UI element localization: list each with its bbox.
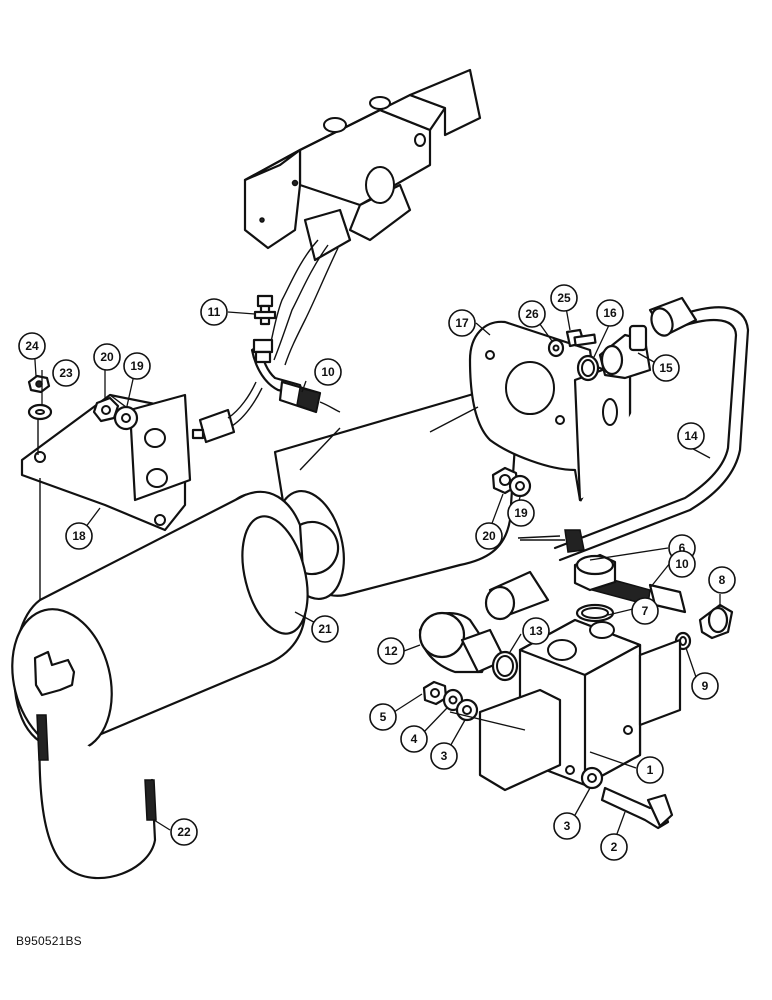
- callout-3: 3: [553, 812, 581, 840]
- washer-nut-right: [491, 466, 532, 498]
- callout-5: 5: [369, 703, 397, 731]
- callout-13: 13: [522, 617, 550, 645]
- svg-text:16: 16: [603, 306, 617, 320]
- svg-text:10: 10: [675, 557, 689, 571]
- mounting-clamp-tab: [33, 650, 76, 697]
- callout-20: 20: [93, 343, 121, 371]
- callout-18: 18: [65, 522, 93, 550]
- washer-item-26: [547, 338, 565, 358]
- callout-14: 14: [677, 422, 705, 450]
- callout-19: 19: [123, 352, 151, 380]
- svg-text:14: 14: [684, 429, 698, 443]
- callout-21: 21: [311, 615, 339, 643]
- callout-24: 24: [18, 332, 46, 360]
- callout-19: 19: [507, 499, 535, 527]
- callout-1: 1: [636, 756, 664, 784]
- accumulator-shell-front: [11, 490, 309, 752]
- callout-26: 26: [518, 300, 546, 328]
- callout-2: 2: [600, 833, 628, 861]
- harness-fitting: [252, 338, 274, 364]
- svg-text:17: 17: [455, 316, 469, 330]
- callout-20: 20: [475, 522, 503, 550]
- o-ring-item-13: [491, 650, 519, 682]
- callout-11: 11: [200, 298, 228, 326]
- callout-8: 8: [708, 566, 736, 594]
- callout-7: 7: [631, 597, 659, 625]
- control-valve-top: [243, 68, 482, 262]
- mounting-bracket-left: [20, 393, 192, 532]
- svg-text:21: 21: [318, 622, 332, 636]
- plug-item-6: [573, 553, 617, 592]
- fitting-item-11: [253, 294, 277, 326]
- valve-block-item-1: [478, 618, 682, 792]
- svg-text:3: 3: [441, 749, 448, 763]
- svg-text:26: 26: [525, 307, 539, 321]
- nut-item-24: [27, 374, 51, 394]
- callout-10: 10: [314, 358, 342, 386]
- o-ring-item-16: [576, 354, 600, 382]
- callout-10: 10: [668, 550, 696, 578]
- svg-text:4: 4: [411, 732, 418, 746]
- svg-text:20: 20: [482, 529, 496, 543]
- callout-9: 9: [691, 672, 719, 700]
- svg-text:8: 8: [719, 573, 726, 587]
- callout-4: 4: [400, 725, 428, 753]
- connector-item-10-top: [278, 380, 341, 414]
- electrical-plug: [191, 381, 263, 444]
- washer-nut-left: [92, 396, 139, 431]
- callout-23: 23: [52, 359, 80, 387]
- svg-text:22: 22: [177, 825, 191, 839]
- svg-text:6: 6: [679, 541, 686, 555]
- callout-25: 25: [550, 284, 578, 312]
- callout-16: 16: [596, 299, 624, 327]
- svg-text:2: 2: [611, 840, 618, 854]
- svg-text:19: 19: [514, 506, 528, 520]
- svg-text:25: 25: [557, 291, 571, 305]
- svg-text:15: 15: [659, 361, 673, 375]
- svg-text:23: 23: [59, 366, 73, 380]
- svg-text:18: 18: [72, 529, 86, 543]
- washer-item-3-upper: [455, 698, 479, 722]
- washer-item-23: [27, 403, 53, 421]
- svg-text:20: 20: [100, 350, 114, 364]
- callout-3: 3: [430, 742, 458, 770]
- bolt-item-2: [600, 786, 674, 830]
- svg-text:10: 10: [321, 365, 335, 379]
- u-bolt-item-22: [36, 714, 157, 880]
- callout-15: 15: [652, 354, 680, 382]
- svg-text:5: 5: [380, 710, 387, 724]
- svg-text:9: 9: [702, 679, 709, 693]
- o-ring-item-7: [575, 603, 615, 623]
- svg-text:19: 19: [130, 359, 144, 373]
- hydraulic-hose-item-14: [484, 296, 750, 621]
- elbow-fitting-item-12: [418, 611, 507, 674]
- nut-item-5: [422, 680, 448, 706]
- svg-text:24: 24: [25, 339, 39, 353]
- svg-text:3: 3: [564, 819, 571, 833]
- callout-22: 22: [170, 818, 198, 846]
- washer-item-3-lower: [580, 766, 604, 790]
- svg-text:7: 7: [642, 604, 649, 618]
- callout-17: 17: [448, 309, 476, 337]
- svg-text:1: 1: [647, 763, 654, 777]
- svg-text:13: 13: [529, 624, 543, 638]
- bolt-item-25: [565, 328, 597, 348]
- elbow-fitting-item-15: [598, 324, 652, 380]
- figure-reference-code: B950521BS: [16, 934, 82, 948]
- elbow-fitting-item-8: [698, 603, 734, 640]
- svg-text:12: 12: [384, 644, 398, 658]
- callout-12: 12: [377, 637, 405, 665]
- svg-text:11: 11: [208, 305, 221, 319]
